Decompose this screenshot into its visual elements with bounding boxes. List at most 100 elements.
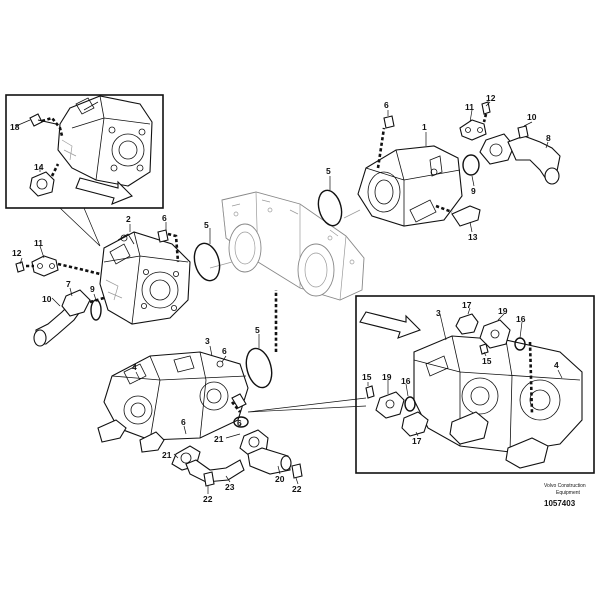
pump-3-4-assembly — [97, 351, 249, 453]
detail-housing-edges — [71, 95, 151, 181]
plug-17-left — [401, 411, 429, 437]
callout-10-left: 10 — [42, 294, 52, 304]
callout-14: 14 — [34, 162, 44, 172]
callout-7: 7 — [66, 279, 71, 289]
pump-3-4-housing — [103, 351, 249, 441]
pump-3-4-valve-mid — [139, 431, 165, 453]
callout-16-top: 16 — [516, 314, 526, 324]
callout-2: 2 — [126, 214, 131, 224]
bolt-6-left — [157, 229, 169, 243]
callout-17-left: 17 — [412, 436, 422, 446]
leader-lines — [19, 101, 563, 494]
detail-fitting-14 — [29, 171, 55, 197]
bolt-15-top — [479, 343, 489, 355]
fitting-13 — [451, 205, 481, 227]
detail-direction-arrow — [75, 177, 133, 205]
callout-4-main: 4 — [132, 362, 137, 372]
pump-1-valve — [409, 199, 437, 223]
callout-6-pump: 6 — [222, 346, 227, 356]
callout-11-right: 11 — [465, 102, 474, 112]
detail-box-frame — [5, 94, 164, 209]
callout-5-bottom: 5 — [255, 325, 260, 335]
callout-3-main: 3 — [205, 336, 210, 346]
callout-6-right: 6 — [384, 100, 389, 110]
callout-9-left: 9 — [90, 284, 95, 294]
flange-7-right — [479, 133, 515, 165]
callout-15-left: 15 — [362, 372, 372, 382]
callout-21-right: 21 — [214, 434, 224, 444]
bolt-12-right — [481, 101, 491, 115]
bolt-12-left — [15, 261, 25, 273]
pump-1-assembly — [357, 145, 463, 227]
detail-box-bottom-right — [355, 295, 595, 474]
callout-6-left: 6 — [162, 213, 167, 223]
callout-6-bottom-left: 6 — [181, 417, 186, 427]
detail-2-valve-left — [449, 411, 489, 445]
credit-line-1: Volvo Construction — [544, 483, 586, 489]
callout-5-right: 5 — [326, 166, 331, 176]
pump-3-flange — [199, 381, 229, 411]
detail-valve-block — [75, 97, 99, 115]
adapter-19-left — [375, 391, 405, 419]
callout-5-left: 5 — [204, 220, 209, 230]
callout-16-left: 16 — [401, 376, 411, 386]
oring-5-right — [317, 189, 343, 227]
callout-8: 8 — [546, 133, 551, 143]
flange-7-left — [61, 289, 91, 317]
oring-5-bottom — [245, 347, 273, 389]
dash-6-left — [167, 232, 180, 263]
callout-9-right: 9 — [471, 186, 476, 196]
bolt-22-left — [203, 471, 215, 487]
pump-2-housing — [99, 231, 191, 325]
pump-3-4-valve-left — [97, 419, 127, 443]
oring-6-bottom — [233, 416, 249, 428]
bracket-port-2 — [297, 243, 335, 297]
callout-11-left: 11 — [34, 238, 43, 248]
detail-pump-housing — [57, 95, 153, 187]
bracket-port-1 — [228, 223, 262, 273]
oring-16-left — [404, 396, 416, 412]
pipe-23 — [185, 459, 245, 483]
dash-11-left — [57, 262, 101, 276]
callout-19-left: 19 — [382, 372, 392, 382]
callout-21-left: 21 — [162, 450, 172, 460]
oring-5-left — [193, 242, 221, 282]
callout-10-right: 10 — [527, 112, 537, 122]
dash-6-right — [376, 127, 386, 169]
detail-2-direction-arrow — [359, 311, 421, 339]
bolt-10-right — [517, 125, 529, 139]
callout-12-left: 12 — [12, 248, 22, 258]
callout-1: 1 — [422, 122, 427, 132]
callout-4-detail: 4 — [554, 360, 559, 370]
detail-dash-18 — [41, 116, 64, 137]
credit-line-2: Equipment — [556, 490, 581, 496]
callout-15-top: 15 — [482, 356, 492, 366]
adapter-19-top — [479, 319, 511, 349]
callout-20: 20 — [275, 474, 285, 484]
pump-4-flange — [123, 395, 153, 425]
detail-pointer-lines — [59, 207, 101, 247]
bolt-15-left — [365, 385, 375, 399]
detail-2-valve-right — [505, 437, 549, 469]
callout-22-left: 22 — [203, 494, 213, 504]
pump-2-flange — [141, 271, 179, 309]
detail-bolt-18 — [29, 113, 57, 127]
callout-labels: 1 2 3 3 4 4 5 5 5 6 6 6 6 6 7 8 9 9 10 1… — [10, 93, 559, 504]
callout-22-right: 22 — [292, 484, 302, 494]
detail-flange-bore — [118, 140, 138, 160]
plug-17-top — [455, 313, 479, 335]
pump-1-housing — [357, 145, 463, 227]
pump-1-flange — [367, 171, 401, 213]
drawing-number: 1057403 — [544, 499, 576, 508]
callout-18: 18 — [10, 122, 20, 132]
callout-3-detail: 3 — [436, 308, 441, 318]
oring-9-left — [90, 299, 102, 321]
part-6-bottom — [231, 393, 247, 409]
detail-box-2-frame — [355, 295, 595, 474]
clamp-11-left — [31, 255, 59, 277]
callout-23: 23 — [225, 482, 235, 492]
callout-19-top: 19 — [498, 306, 508, 316]
pipe-20 — [247, 447, 291, 475]
mounting-bracket — [221, 191, 365, 301]
